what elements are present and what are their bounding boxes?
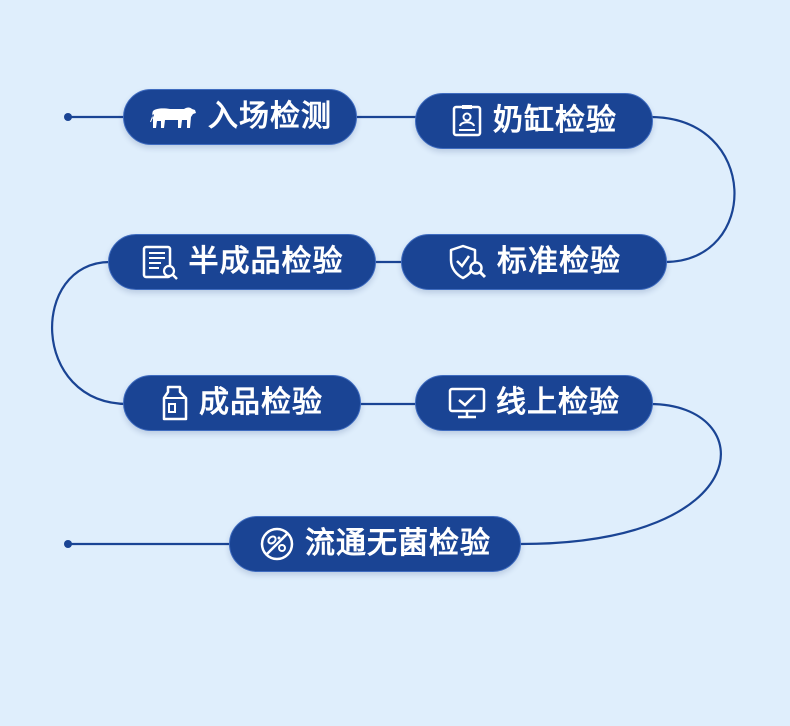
step-standard-inspection: 标准检验 [401, 234, 667, 290]
connector-4-5 [51, 260, 129, 406]
step-label: 线上检验 [496, 385, 620, 420]
step-circulation-sterile-inspection: 流通无菌检验 [229, 516, 521, 572]
end-dot [64, 540, 72, 548]
step-milk-tank-inspection: 奶缸检验 [415, 93, 653, 149]
no-bacteria-icon [259, 526, 295, 562]
step-label: 奶缸检验 [493, 103, 617, 138]
connector-6-7 [519, 402, 722, 546]
step-label: 半成品检验 [188, 244, 344, 279]
monitor-check-icon [448, 386, 486, 420]
cow-icon [148, 101, 198, 133]
milk-carton-icon [161, 385, 189, 421]
step-label: 标准检验 [497, 244, 621, 279]
step-online-inspection: 线上检验 [415, 375, 653, 431]
step-finished-product-inspection: 成品检验 [123, 375, 361, 431]
shield-search-icon [447, 244, 487, 280]
connector-2-3 [649, 115, 736, 264]
step-intake-inspection: 入场检测 [123, 89, 357, 145]
step-label: 流通无菌检验 [305, 526, 491, 561]
step-semi-finished-inspection: 半成品检验 [108, 234, 376, 290]
start-dot [64, 113, 72, 121]
report-document-icon [141, 244, 179, 280]
step-label: 入场检测 [208, 99, 332, 134]
id-card-icon [451, 104, 483, 138]
step-label: 成品检验 [199, 385, 323, 420]
